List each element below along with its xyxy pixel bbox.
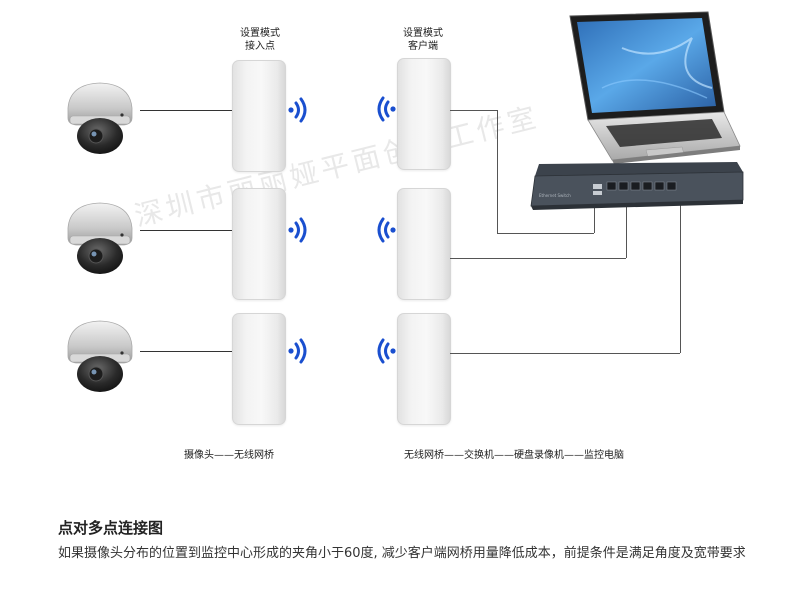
page-title: 点对多点连接图 bbox=[58, 519, 164, 537]
access-point-bridge bbox=[232, 60, 286, 172]
dome-camera-icon bbox=[67, 320, 133, 392]
camera-bridge-caption: 摄像头——无线网桥 bbox=[184, 450, 274, 461]
ethernet-switch-icon: Ethernet Switch bbox=[530, 162, 744, 210]
access-point-bridge bbox=[232, 188, 286, 300]
camera-link-line bbox=[140, 351, 232, 352]
access-point-mode-line2: 接入点 bbox=[245, 41, 275, 52]
client-bridge bbox=[397, 313, 451, 425]
watermark: 深圳市丽丽娅平面创意工作室 bbox=[131, 100, 543, 233]
wifi-signal-icon bbox=[377, 96, 396, 122]
client-cable bbox=[450, 110, 497, 111]
dome-camera-icon bbox=[67, 82, 133, 154]
client-cable bbox=[450, 258, 626, 259]
dome-camera-icon bbox=[67, 202, 133, 274]
client-mode-label: 设置模式 客户端 bbox=[378, 27, 468, 53]
access-point-mode-label: 设置模式 接入点 bbox=[215, 27, 305, 53]
camera-link-line bbox=[140, 110, 232, 111]
client-cable bbox=[497, 110, 498, 233]
laptop-icon bbox=[569, 11, 741, 164]
client-cable bbox=[594, 205, 595, 233]
wifi-signal-icon bbox=[288, 217, 307, 243]
description-text: 如果摄像头分布的位置到监控中心形成的夹角小于60度, 减少客户端网桥用量降低成本… bbox=[58, 546, 746, 561]
wifi-signal-icon bbox=[288, 97, 307, 123]
access-point-bridge bbox=[232, 313, 286, 425]
wifi-signal-icon bbox=[377, 338, 396, 364]
client-cable bbox=[680, 205, 681, 353]
wifi-signal-icon bbox=[377, 217, 396, 243]
client-cable bbox=[450, 353, 680, 354]
wifi-signal-icon bbox=[288, 338, 307, 364]
client-mode-line1: 设置模式 bbox=[403, 28, 443, 39]
client-bridge bbox=[397, 188, 451, 300]
camera-link-line bbox=[140, 230, 232, 231]
client-mode-line2: 客户端 bbox=[408, 41, 438, 52]
switch-label: Ethernet Switch bbox=[539, 193, 571, 198]
access-point-mode-line1: 设置模式 bbox=[240, 28, 280, 39]
client-cable bbox=[497, 233, 594, 234]
client-cable bbox=[626, 205, 627, 258]
bridge-switch-nvr-pc-caption: 无线网桥——交换机——硬盘录像机——监控电脑 bbox=[404, 450, 624, 461]
client-bridge bbox=[397, 58, 451, 170]
